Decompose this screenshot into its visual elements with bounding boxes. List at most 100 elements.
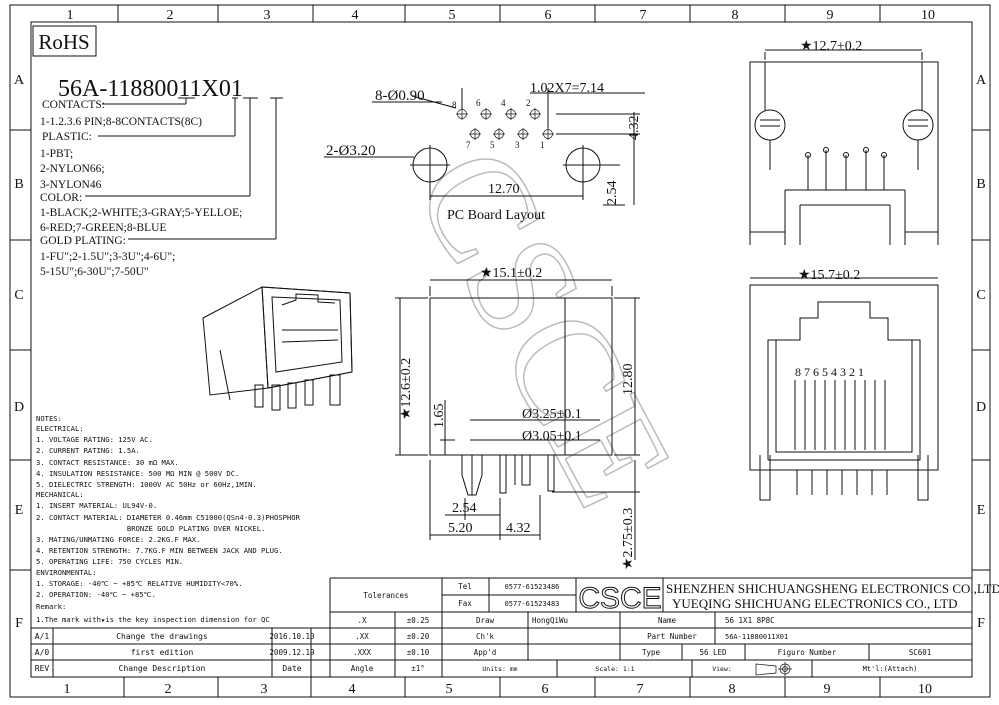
color-option: 6-RED;7-GREEN;8-BLUE xyxy=(40,222,166,234)
grid-col-7: 7 xyxy=(640,8,647,23)
approved-label: App'd xyxy=(474,648,497,657)
rev-date: 2016.10.10 xyxy=(269,632,315,641)
note-line: 3. CONTACT RESISTANCE: 30 mΩ MAX. xyxy=(36,458,179,467)
rev-code: A/0 xyxy=(35,648,50,657)
side-dim-254: 2.54 xyxy=(452,501,477,516)
tolerances-label: Tolerances xyxy=(363,591,408,600)
grid-row-a: A xyxy=(14,73,25,88)
color-label: COLOR: xyxy=(40,192,82,204)
draw-label: Draw xyxy=(476,616,495,625)
figure-number-label: Figuro Number xyxy=(778,648,837,657)
grid-col-2-bottom: 2 xyxy=(165,682,172,697)
third-angle-projection-icon xyxy=(755,662,792,676)
contacts-desc: 1-1.2.3.6 PIN;8-8CONTACTS(8C) xyxy=(40,116,202,128)
grid-col-10-bottom: 10 xyxy=(918,682,932,697)
pin-number: 7 xyxy=(466,140,471,150)
tel-value: 0577-61523486 xyxy=(505,583,560,591)
remark-title: Remark: xyxy=(36,602,66,611)
grid-col-3-bottom: 3 xyxy=(261,682,268,697)
pin-number: 1 xyxy=(540,140,545,150)
tolerance-value: ±0.25 xyxy=(407,616,430,625)
tolerance-key: .XX xyxy=(355,632,369,641)
tel-label: Tel xyxy=(458,582,472,591)
front-pin-numbers: 87654321 xyxy=(795,365,867,379)
grid-row-b: B xyxy=(14,177,23,192)
fax-label: Fax xyxy=(458,599,472,608)
top-width-dim: ★12.7±0.2 xyxy=(800,39,862,54)
tolerance-key: .XXX xyxy=(353,648,372,657)
fax-value: 0577-61523483 xyxy=(505,600,560,608)
title-block xyxy=(329,577,972,677)
pcb-large-hole-dim: 2-Ø3.20 xyxy=(326,143,376,159)
grid-col-6-bottom: 6 xyxy=(542,682,549,697)
part-code-leaders xyxy=(85,97,283,240)
side-dim-432: 4.32 xyxy=(506,521,531,536)
note-line: 1. STORAGE: -40℃ ~ +85℃ RELATIVE HUMIDIT… xyxy=(36,579,243,588)
tolerance-value: ±0.20 xyxy=(407,632,430,641)
revision-table xyxy=(31,627,330,677)
note-line: 4. INSULATION RESISTANCE: 500 MΩ MIN @ 5… xyxy=(36,469,239,478)
company-name-2: YUEQING SHICHUANG ELECTRONICS CO., LTD xyxy=(672,596,958,611)
front-view xyxy=(749,277,939,501)
rev-header-rev: REV xyxy=(35,664,50,673)
name-value: 56 1X1 8P8C xyxy=(725,616,775,625)
watermark: CSCE xyxy=(383,122,706,531)
grid-dividers xyxy=(10,5,990,697)
pin-number: 3 xyxy=(515,140,520,150)
side-height-left-dim: ★12.6±0.2 xyxy=(399,358,414,420)
part-code: 56A-11880011X01 xyxy=(58,76,243,102)
pcb-small-hole-dim: 8-Ø0.90 xyxy=(375,88,425,104)
note-line: 2. CURRENT RATING: 1.5A. xyxy=(36,446,140,455)
grid-col-7-bottom: 7 xyxy=(637,682,644,697)
figure-number-value: SC601 xyxy=(909,648,932,657)
tolerance-value: ±0.10 xyxy=(407,648,430,657)
grid-col-8: 8 xyxy=(732,8,739,23)
mechanical-title: MECHANICAL: xyxy=(36,490,84,499)
grid-row-c: C xyxy=(14,288,23,303)
plastic-label: PLASTIC: xyxy=(42,131,92,143)
part-number-label: Part Number xyxy=(647,632,697,641)
pin-number: 4 xyxy=(501,98,506,108)
gold-option: 5-15U";6-30U";7-50U" xyxy=(40,266,149,278)
grid-col-6: 6 xyxy=(545,8,552,23)
pin-length-dim: ★2.75±0.3 xyxy=(621,508,636,570)
grid-col-2: 2 xyxy=(167,8,174,23)
plastic-option: 3-NYLON46 xyxy=(40,179,102,191)
note-line: 3. MATING/UNMATING FORCE: 2.2KG.F MAX. xyxy=(36,535,200,544)
tolerance-value: ±1° xyxy=(411,664,425,673)
gold-option: 1-FU";2-1.5U";3-3U";4-6U"; xyxy=(40,251,175,263)
grid-col-5-bottom: 5 xyxy=(446,682,453,697)
grid-col-4: 4 xyxy=(352,8,359,23)
rev-header-date: Date xyxy=(282,664,301,673)
note-line: 5. DIELECTRIC STRENGTH: 1000V AC 50Hz or… xyxy=(36,480,257,489)
pin-number: 2 xyxy=(526,98,531,108)
pcb-row-offset-dim: 4.32 xyxy=(627,116,642,141)
name-label: Name xyxy=(658,616,677,625)
tolerance-key: .X xyxy=(357,616,367,625)
gold-label: GOLD PLATING: xyxy=(40,235,126,247)
notes-title: NOTES: xyxy=(36,414,62,423)
grid-col-1: 1 xyxy=(67,8,74,23)
side-view xyxy=(395,279,640,560)
grid-col-3: 3 xyxy=(264,8,271,23)
pcb-width-dim: 12.70 xyxy=(488,182,520,197)
company-name-1: SHENZHEN SHICHUANGSHENG ELECTRONICS CO.,… xyxy=(666,581,999,596)
grid-row-a-right: A xyxy=(976,73,987,88)
pin-number: 5 xyxy=(490,140,495,150)
pcb-height-dim: 2.54 xyxy=(605,181,620,206)
grid-col-5: 5 xyxy=(449,8,456,23)
rev-code: A/1 xyxy=(35,632,50,641)
material: Mt'l:(Attach) xyxy=(863,665,918,673)
side-dim-520: 5.20 xyxy=(448,521,473,536)
color-option: 1-BLACK;2-WHITE;3-GRAY;5-YELLOE; xyxy=(40,207,242,219)
pcb-layout-title: PC Board Layout xyxy=(447,208,545,223)
grid-row-d-right: D xyxy=(976,400,986,415)
rev-desc: Change the drawings xyxy=(116,632,208,641)
grid-row-c-right: C xyxy=(976,288,985,303)
rev-header-desc: Change Description xyxy=(119,664,206,673)
environmental-title: ENVIRONMENTAL: xyxy=(36,568,97,577)
rohs-label: RoHS xyxy=(38,30,89,54)
pin-number: 8 xyxy=(452,100,457,110)
grid-row-e-right: E xyxy=(977,503,986,518)
note-line: BRONZE GOLD PLATING OVER NICKEL. xyxy=(36,524,265,533)
